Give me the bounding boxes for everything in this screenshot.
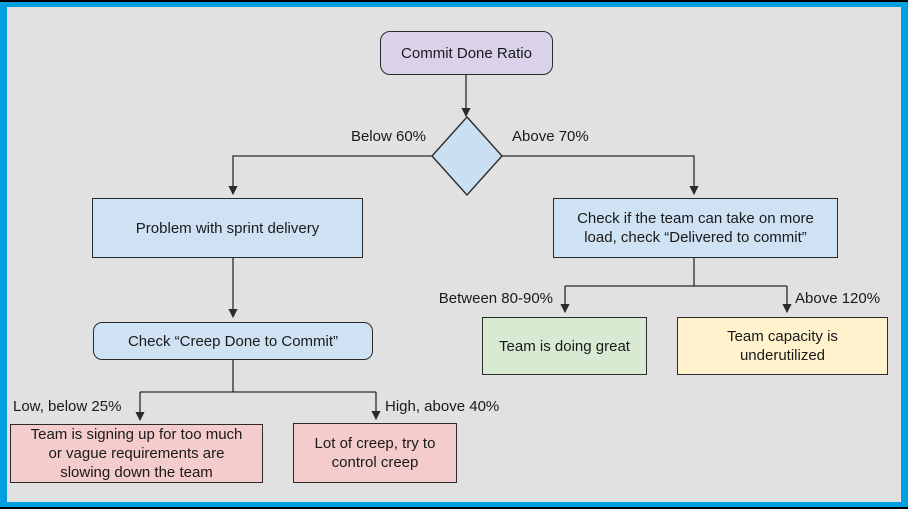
node-problem-sprint-delivery: Problem with sprint delivery (92, 198, 363, 258)
edge-label-low-below-25: Low, below 25% (13, 398, 122, 415)
edge-label-high-above-40: High, above 40% (385, 398, 500, 415)
node-check-team-load: Check if the team can take on more load,… (553, 198, 838, 258)
edge-label-between-80-90: Between 80-90% (438, 290, 553, 307)
edge-decision-to-problem (228, 155, 432, 196)
node-commit-done-ratio: Commit Done Ratio (380, 31, 553, 75)
decision-diamond (431, 115, 503, 197)
edge-label-above-70: Above 70% (512, 128, 589, 145)
edge-label-below-60: Below 60% (350, 128, 426, 145)
edge-decision-to-moreload (502, 155, 699, 196)
node-lot-of-creep: Lot of creep, try to control creep (293, 423, 457, 483)
edge-label-above-120: Above 120% (795, 290, 881, 307)
node-team-doing-great: Team is doing great (482, 317, 647, 375)
node-team-capacity-underutilized: Team capacity is underutilized (677, 317, 888, 375)
node-team-signing-up-too-much: Team is signing up for too much or vague… (10, 424, 263, 483)
node-check-creep-done-to-commit: Check “Creep Done to Commit” (93, 322, 373, 360)
